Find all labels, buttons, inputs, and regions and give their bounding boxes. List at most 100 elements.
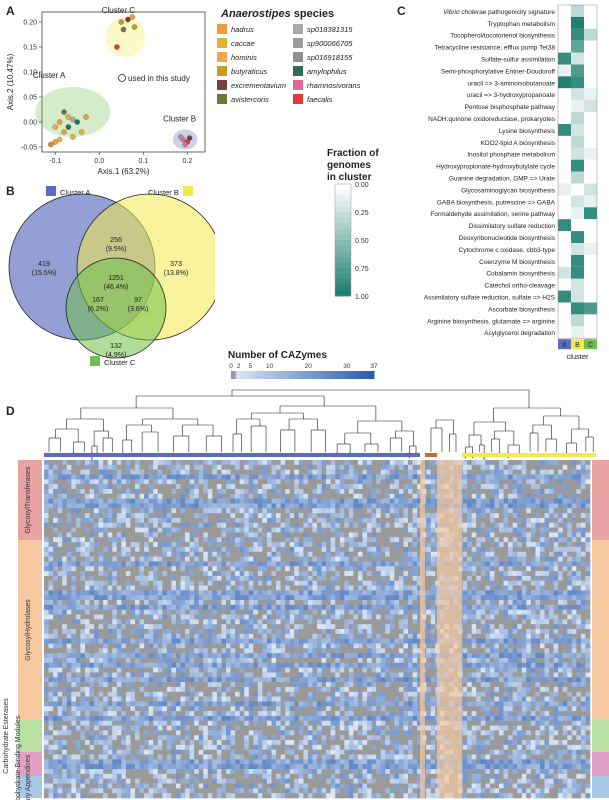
cazyme-cell [162, 556, 168, 562]
cazyme-cell [239, 595, 245, 601]
cazyme-cell [344, 580, 350, 586]
cazyme-cell [467, 513, 472, 519]
cazyme-cell [153, 571, 159, 577]
cazyme-cell [66, 604, 72, 610]
cazyme-cell [289, 513, 295, 519]
cazyme-cell [212, 609, 218, 615]
cazyme-cell [153, 551, 159, 557]
function-row-label-text: Sulfate-sulfur assimilation [481, 57, 555, 64]
cazyme-cell [171, 633, 177, 639]
cazyme-cell [89, 484, 95, 490]
cazyme-cell [144, 460, 149, 466]
cazyme-cell [235, 575, 240, 582]
cazyme-cell [148, 479, 154, 485]
cazyme-cell [148, 488, 154, 495]
cazyme-cell [253, 585, 259, 591]
cazyme-cell [57, 469, 63, 475]
cazyme-cell [44, 604, 49, 610]
cazyme-cell [585, 503, 591, 509]
legend-label: amylophilus [307, 66, 347, 76]
cazyme-cell [467, 624, 472, 630]
cazyme-cell [144, 522, 149, 528]
cazyme-cell [239, 600, 245, 606]
cazyme-cell [62, 527, 68, 533]
cazyme-cell [221, 474, 227, 480]
cazyme-cell [289, 629, 295, 635]
cazyme-cell [376, 585, 381, 591]
cazyme-cell [521, 629, 527, 635]
cazyme-cell [44, 566, 49, 572]
cazyme-cell [171, 585, 177, 591]
cazyme-cell [385, 469, 391, 475]
cazyme-cell [344, 633, 350, 639]
heatmap-cell [558, 254, 571, 267]
cazyme-cell [489, 624, 495, 630]
cazyme-cell [53, 503, 58, 509]
cazyme-cell [394, 488, 400, 495]
cazyme-cell [84, 595, 90, 601]
cazyme-cell [162, 575, 168, 582]
cazyme-cell [221, 604, 227, 610]
cazyme-cell [480, 464, 486, 470]
cazyme-cell [44, 493, 49, 499]
cazyme-cell [412, 546, 418, 553]
cazyme-cell [48, 517, 54, 524]
cazyme-cell [539, 614, 545, 620]
cazyme-cell [476, 474, 482, 480]
cazyme-cell [139, 508, 145, 514]
cazyme-cell [362, 513, 368, 519]
cazyme-cell [198, 600, 204, 606]
cazyme-cell [353, 614, 359, 620]
cazyme-cell [121, 488, 127, 495]
cazyme-cell [330, 595, 336, 601]
cazyme-cell [262, 522, 268, 528]
cazyme-cell [585, 513, 591, 519]
cazyme-cell [203, 604, 209, 610]
cazyme-cell [571, 532, 577, 538]
cazyme-cell [467, 600, 472, 606]
cazyme-cell [166, 551, 172, 557]
cazyme-cell [326, 566, 331, 572]
cazyme-cell [585, 566, 591, 572]
cazyme-cell [157, 614, 163, 620]
cazyme-cell [53, 474, 58, 480]
cazyme-cell [576, 590, 582, 596]
cazyme-cell [317, 614, 322, 620]
cazyme-cell [558, 556, 563, 562]
cazyme-cell [212, 556, 218, 562]
cazyme-cell [467, 546, 472, 553]
cazyme-legend-tick: 5 [248, 363, 252, 370]
cazyme-cell [112, 580, 118, 586]
cazyme-cell [130, 551, 136, 557]
heatmap-cell [584, 40, 597, 53]
cazyme-cell [203, 498, 209, 504]
cazyme-cell [198, 542, 204, 548]
cazyme-cell [98, 585, 104, 591]
cazyme-cell [125, 604, 131, 610]
cazyme-cell [544, 513, 550, 519]
cazyme-cell [239, 493, 245, 499]
cazyme-cell [139, 556, 145, 562]
cazyme-cell [471, 493, 477, 499]
cazyme-cell [207, 474, 213, 480]
cazyme-cell [48, 619, 54, 625]
cazyme-cell [553, 479, 559, 485]
cazyme-cell [517, 575, 523, 582]
cazyme-cell [153, 575, 159, 582]
cazyme-cell [567, 542, 573, 548]
cazyme-cell [317, 474, 322, 480]
cazyme-cell [53, 532, 58, 538]
cazyme-cell [226, 595, 231, 601]
cazyme-cell [298, 633, 304, 639]
cazyme-cell [44, 629, 49, 635]
cazyme-cell [549, 503, 554, 509]
cazyme-cell [426, 585, 432, 591]
cazyme-cell [271, 585, 277, 591]
cazyme-cell [403, 517, 409, 524]
cazyme-cell [285, 604, 290, 610]
cazyme-cell [576, 595, 582, 601]
cazyme-cell [326, 580, 331, 586]
cazyme-cell [153, 522, 159, 528]
cazyme-cell [398, 469, 404, 475]
cazyme-cell [580, 566, 586, 572]
